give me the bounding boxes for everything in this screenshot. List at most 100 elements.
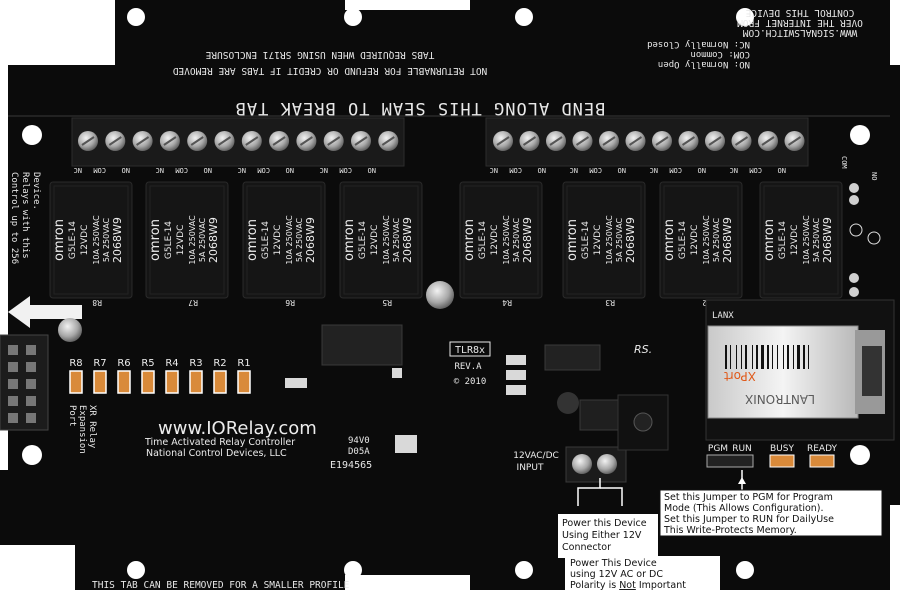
relay-marking: G5LE-14	[478, 221, 488, 259]
relay-marking: 12VDC	[370, 225, 380, 256]
xr-expansion-header	[0, 334, 49, 431]
ul-file-number: E194565	[330, 460, 372, 471]
led-label: R6	[117, 358, 130, 369]
terminal-pin-label: NC	[238, 166, 246, 174]
screw-slot	[549, 136, 563, 146]
relay-marking: 2068W9	[624, 217, 637, 263]
relay-marking: 12VDC	[790, 225, 800, 256]
control-note-2: OVER THE INTERNET FROM	[737, 17, 863, 28]
screw-slot	[163, 136, 177, 146]
mount-hole	[515, 8, 533, 26]
relay-marking: 5A 250VAC	[812, 217, 821, 262]
terminal-pin-label: COM	[93, 166, 106, 174]
relay-marking: omron	[245, 219, 260, 261]
terminal-pin-label: NC	[74, 166, 82, 174]
screw-slot	[602, 136, 616, 146]
screw-slot	[628, 136, 643, 146]
jumper-callout	[659, 489, 883, 537]
power-callout-3: Connector	[562, 542, 611, 553]
terminal-pin-label: NO	[538, 166, 546, 174]
terminal-pin-label: NC	[570, 166, 578, 174]
control-256-text-2: Relays with this	[20, 172, 30, 259]
left-arrow-icon	[8, 296, 82, 328]
control-256-text-3: Device.	[31, 172, 41, 210]
relay-label: R5	[382, 298, 392, 307]
led-label: R5	[141, 358, 154, 369]
mount-hole	[850, 125, 870, 145]
relay-label: R4	[502, 298, 512, 307]
status-led	[189, 370, 203, 394]
program-jumper[interactable]	[706, 454, 754, 468]
terminal-blocks	[71, 117, 809, 167]
control-note-3: WWW.SIGNALSWITCH.COM	[743, 27, 858, 38]
terminal-pin-label: NO	[204, 166, 212, 174]
relay-marking: 12VDC	[690, 225, 700, 256]
power-callout-2: Using Either 12V	[562, 530, 642, 541]
screw-slot	[761, 136, 775, 146]
screw-slot	[354, 136, 368, 146]
ic-chip	[544, 344, 601, 371]
mount-hole	[736, 8, 754, 26]
relay-marking: 5A 250VAC	[512, 217, 521, 262]
side-text: Control up to 256 Relays with this Devic…	[9, 172, 97, 454]
screw-slot	[245, 136, 259, 146]
product-text: Time Activated Relay Controller	[144, 437, 295, 448]
screw-slot	[575, 136, 590, 146]
status-led	[213, 370, 227, 394]
xport-brand: XPort	[724, 369, 756, 383]
screw-slot	[522, 136, 537, 146]
relay-marking: G5LE-14	[581, 221, 591, 259]
led-label: R7	[93, 358, 106, 369]
xr-text-2: Expansion	[77, 405, 87, 454]
power-input: 12VAC/DC INPUT	[513, 394, 669, 483]
screw-slot	[681, 136, 696, 146]
lantronix-brand: LANTRONIX	[745, 392, 815, 406]
terminal-pin-label: COM	[339, 166, 352, 174]
relay-marking: 10A 250VAC	[605, 215, 614, 265]
screw-slot	[734, 136, 749, 146]
relay-marking: 2068W9	[207, 217, 220, 263]
not-returnable-note: NOT RETURNABLE FOR REFUND OR CREDIT IF T…	[172, 65, 487, 76]
led-label: R2	[213, 358, 226, 369]
relay-marking: 2068W9	[111, 217, 124, 263]
barcode	[725, 345, 809, 369]
terminal-pin-label: COM	[669, 166, 682, 174]
screw-slot	[108, 136, 122, 146]
relay-marking: omron	[462, 219, 477, 261]
terminal-pin-label: NO	[778, 166, 786, 174]
company-text: National Control Devices, LLC	[146, 448, 287, 459]
expansion-port	[0, 281, 454, 431]
mount-hole	[127, 8, 145, 26]
mount-hole	[127, 561, 145, 579]
relay-diagram: COM NO	[840, 156, 881, 297]
busy-label: BUSY	[770, 444, 794, 454]
relay-marking: 10A 250VAC	[382, 215, 391, 265]
terminal-block-left	[71, 117, 405, 167]
legend-no: NO: Normally Open	[658, 59, 750, 69]
relay-marking: omron	[762, 219, 777, 261]
terminal-pin-label: COM	[257, 166, 270, 174]
relay-marking: 12VDC	[80, 225, 90, 256]
relay-marking: G5LE-14	[678, 221, 688, 259]
relay-label: R8	[92, 298, 102, 307]
lanx-label: LANX	[712, 311, 734, 321]
relay-marking: 12VDC	[490, 225, 500, 256]
screw-slot	[381, 136, 395, 146]
status-led	[117, 370, 131, 394]
terminal-pin-label: NO	[122, 166, 130, 174]
screw-slot	[708, 136, 722, 146]
screw-slot	[327, 136, 341, 146]
relay-marking: 10A 250VAC	[802, 215, 811, 265]
status-led	[165, 370, 179, 394]
busy-led	[769, 454, 795, 468]
tabs-required-note: TABS REQUIRED WHEN USING SR171 ENCLOSURE	[205, 49, 434, 60]
terminal-pin-label: NO	[368, 166, 376, 174]
polarity-callout-3: Polarity is Not Important	[570, 580, 686, 590]
power-screw-2	[597, 454, 617, 474]
status-led	[93, 370, 107, 394]
callouts: Power this Device Using Either 12V Conne…	[92, 470, 883, 590]
